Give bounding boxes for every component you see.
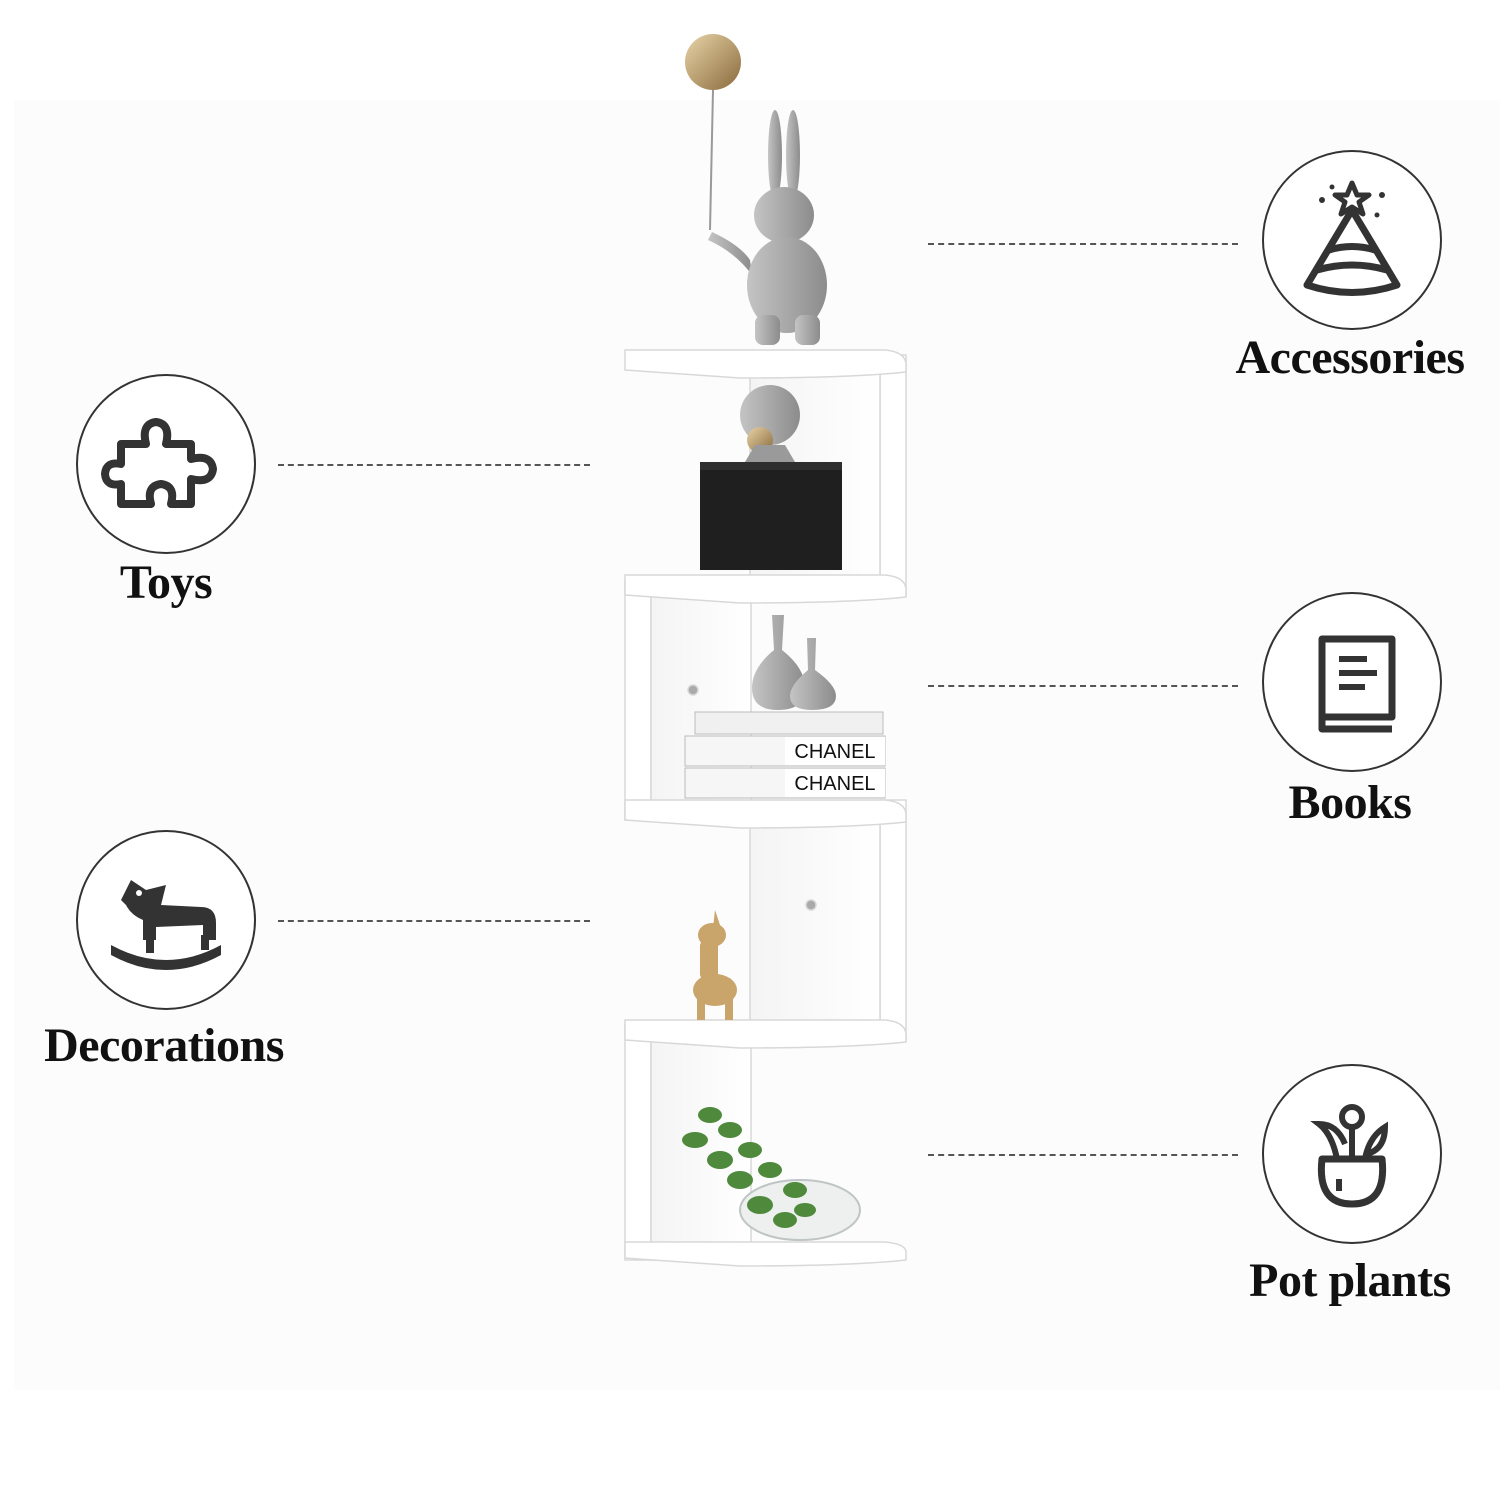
- book-stack: CHANEL CHANEL: [684, 711, 886, 799]
- shelf-structure: [624, 349, 907, 1267]
- book-spine-text-2: CHANEL: [794, 773, 875, 795]
- accessories-leader-line: [928, 243, 1238, 245]
- pot-plants-icon-circle: [1262, 1064, 1442, 1244]
- pot-plants-leader-line: [928, 1154, 1238, 1156]
- books-label: Books: [1288, 776, 1412, 829]
- book-icon: [1318, 635, 1396, 733]
- potted-plant-icon: [1310, 1104, 1389, 1208]
- accessories-icon-circle: [1262, 150, 1442, 330]
- decorations-label: Decorations: [44, 1019, 284, 1072]
- toys-leader-line: [278, 464, 590, 466]
- balloon: [685, 34, 741, 231]
- decorations-leader-line: [278, 920, 590, 922]
- toys-icon-circle: [76, 374, 256, 554]
- rabbit-figurine: [708, 110, 827, 345]
- puzzle-piece-icon: [101, 418, 217, 508]
- books-icon-circle: [1262, 592, 1442, 772]
- rocking-horse-icon: [111, 880, 221, 970]
- toys-label: Toys: [119, 556, 213, 609]
- vases: [752, 615, 836, 710]
- corner-shelf-image: CHANEL CHANEL: [624, 34, 907, 1267]
- black-box-decor: [700, 385, 842, 570]
- wooden-deer-figurine: [693, 910, 737, 1020]
- books-leader-line: [928, 685, 1238, 687]
- decorations-icon-circle: [76, 830, 256, 1010]
- accessories-label: Accessories: [1235, 331, 1465, 384]
- potted-plant: [682, 1107, 861, 1241]
- party-hat-icon: [1303, 180, 1401, 296]
- book-spine-text-1: CHANEL: [794, 741, 875, 763]
- pot-plants-label: Pot plants: [1249, 1254, 1451, 1307]
